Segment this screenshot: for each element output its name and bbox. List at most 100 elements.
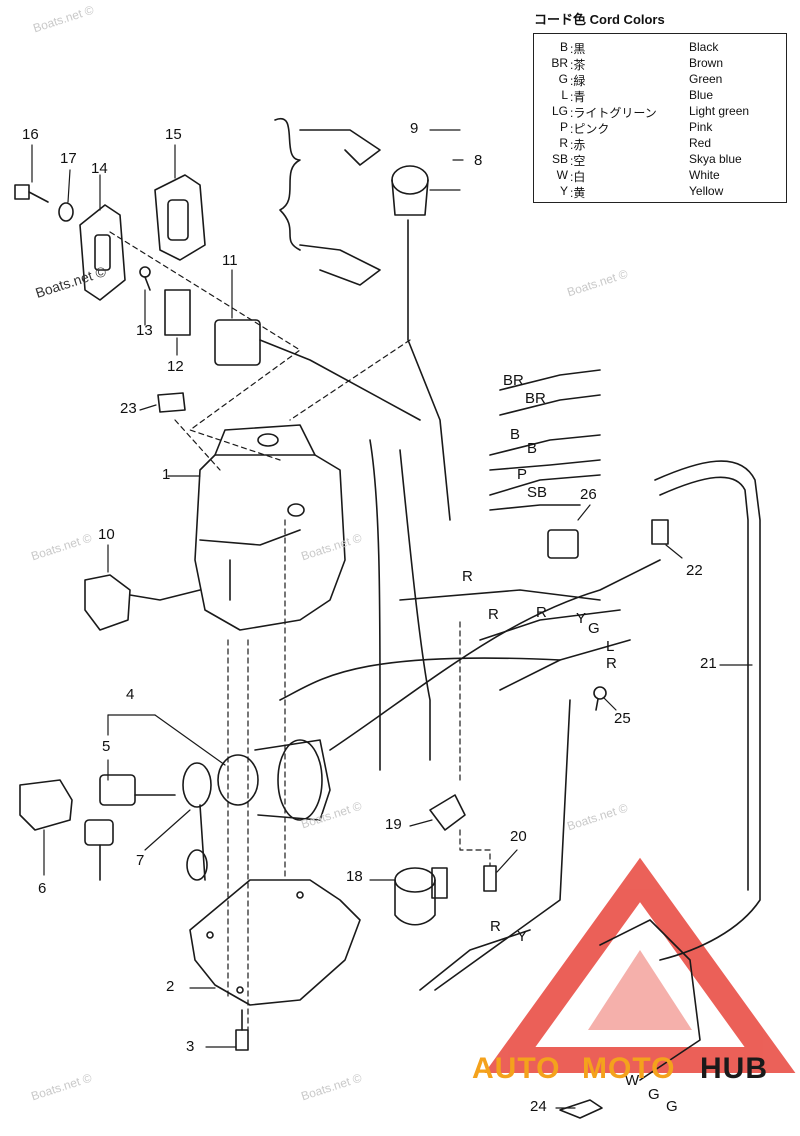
legend-row: LG:ライトグリーン Light green (534, 104, 788, 120)
wire-label: G (588, 620, 600, 637)
wires (279, 369, 661, 991)
wire-label: G (666, 1098, 678, 1115)
wire-label: R (488, 606, 499, 623)
legend-en: Pink (689, 120, 713, 134)
tag (157, 392, 186, 413)
legend-jp: :空 (570, 154, 586, 168)
legend-code: G (558, 72, 568, 86)
callout-2: 2 (166, 978, 175, 995)
legend-en: Yellow (689, 184, 724, 198)
relay (394, 867, 448, 926)
legend-en: Red (689, 136, 712, 150)
callout-6: 6 (38, 880, 47, 897)
legend-code: W (556, 168, 568, 182)
legend-jp: :ピンク (570, 122, 610, 136)
legend-jp: :黄 (570, 186, 586, 200)
legend-jp: :白 (570, 170, 586, 184)
clamp (429, 794, 466, 831)
washer (58, 202, 74, 222)
callout-18: 18 (346, 868, 363, 885)
legend-en: White (689, 168, 720, 182)
callout-20: 20 (510, 828, 527, 845)
fuse (559, 1099, 603, 1119)
legend-code: LG (551, 104, 568, 118)
callout-21: 21 (700, 655, 717, 672)
wire-label: BR (525, 390, 546, 407)
legend-code: SB (551, 152, 568, 166)
legend-row: R:赤 Red (534, 136, 788, 152)
remote-control-box (194, 424, 346, 631)
lanyard (182, 762, 212, 881)
connector-plug (84, 574, 201, 631)
legend-code: L (561, 88, 568, 102)
wire-label: P (517, 466, 528, 483)
bracket (79, 204, 126, 301)
legend-code: BR (551, 56, 568, 70)
key-cap (19, 779, 73, 831)
wire-label: R (462, 568, 473, 585)
legend-en: Black (689, 40, 719, 54)
wire-label: W (625, 1072, 640, 1089)
wire-label: L (606, 638, 615, 655)
legend-code: P (559, 120, 568, 134)
callout-25: 25 (614, 710, 631, 727)
guide-lines (109, 231, 491, 1031)
key (84, 774, 176, 881)
logo-triangle (484, 857, 796, 1073)
callout-9: 9 (410, 120, 419, 137)
legend-jp: :ライトグリーン (570, 106, 657, 120)
callout-13: 13 (136, 322, 153, 339)
cover-plate (189, 879, 361, 1006)
wire-label: Y (517, 928, 528, 945)
wire-label: G (648, 1086, 660, 1103)
legend-code: R (559, 136, 568, 150)
wire-label: R (490, 918, 501, 935)
callout-7: 7 (136, 852, 145, 869)
legend-en: Skya blue (689, 152, 742, 166)
callout-22: 22 (686, 562, 703, 579)
callout-4: 4 (126, 686, 135, 703)
wire-label: SB (527, 484, 548, 501)
wire-clip (593, 686, 607, 711)
wire-label: B (510, 426, 521, 443)
callout-26: 26 (580, 486, 597, 503)
tapping-screw (483, 865, 497, 892)
wire-connector (547, 529, 579, 559)
main-switch (217, 739, 331, 821)
callout-11: 11 (222, 252, 238, 269)
label-sticker (651, 519, 669, 545)
small-screw (139, 266, 151, 291)
legend-jp: :黒 (570, 42, 586, 56)
callout-16: 16 (22, 126, 39, 143)
legend-row: P:ピンク Pink (534, 120, 788, 136)
buzzer (214, 319, 421, 421)
legend-jp: :茶 (570, 58, 586, 72)
legend-en: Blue (689, 88, 714, 102)
legend-en: Light green (689, 104, 750, 118)
emergency-switch (391, 165, 451, 521)
callout-19: 19 (385, 816, 402, 833)
legend-row: BR:茶 Brown (534, 56, 788, 72)
logo-hub: HUB (700, 1052, 768, 1085)
bolt (14, 184, 49, 203)
legend-en: Green (689, 72, 723, 86)
callout-17: 17 (60, 150, 77, 167)
legend-row: SB:空 Skya blue (534, 152, 788, 168)
callout-5: 5 (102, 738, 111, 755)
legend-title: コード色 Cord Colors (534, 12, 665, 27)
legend-jp: :赤 (570, 138, 586, 152)
leaders (31, 129, 753, 1109)
callout-1: 1 (162, 466, 171, 483)
mount-plate (154, 174, 206, 261)
callout-23: 23 (120, 400, 137, 417)
legend-en: Brown (689, 56, 724, 70)
wire-label: R (536, 604, 547, 621)
callout-3: 3 (186, 1038, 195, 1055)
wire-label: Y (576, 610, 587, 627)
callout-24: 24 (530, 1098, 547, 1115)
callout-15: 15 (165, 126, 182, 143)
